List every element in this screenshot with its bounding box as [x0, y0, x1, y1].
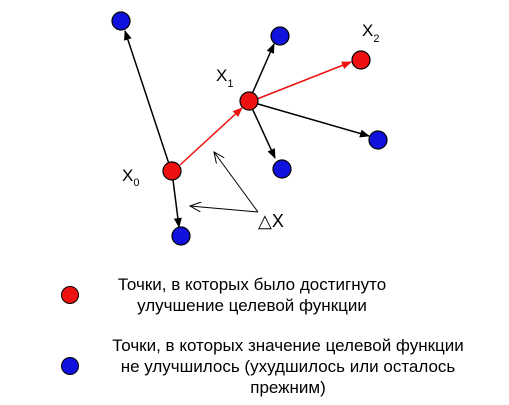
legend-improved-dot — [61, 286, 79, 304]
arrow-x1-to-x2 — [256, 61, 352, 100]
delta-x-pointer-2 — [190, 206, 259, 213]
legend-not-improved-line1: Точки, в которых значение целевой функци… — [112, 336, 464, 355]
arrow-x0-to-bottom-blue — [172, 179, 182, 228]
arrow-x0-to-top-blue — [124, 30, 172, 171]
point-blue-x1-right — [368, 130, 388, 150]
legend-not-improved-dot — [61, 357, 79, 375]
legend-not-improved-line3: прежним) — [250, 378, 326, 397]
point-x0 — [162, 161, 182, 181]
legend-improved-text: Точки, в которых было достигнуто улучшен… — [92, 274, 412, 316]
legend-improved-line1: Точки, в которых было достигнуто — [117, 275, 387, 294]
point-blue-top — [111, 11, 131, 31]
point-x1 — [239, 91, 259, 111]
legend-improved-line2: улучшение целевой функции — [137, 296, 367, 315]
point-blue-x1-bottom — [272, 159, 292, 179]
delta-x-pointer — [214, 152, 259, 213]
arrow-x1-to-right-blue — [257, 103, 370, 138]
label-x0: X0 — [122, 166, 139, 189]
arrow-x0-to-x1 — [179, 107, 243, 166]
legend-not-improved-text: Точки, в которых значение целевой функци… — [78, 335, 498, 398]
label-x1: X1 — [216, 66, 233, 90]
arrow-x1-to-bottom-blue — [251, 107, 276, 159]
label-delta-x: △X — [258, 211, 284, 231]
point-blue-x1-top — [270, 26, 290, 46]
diagram: X0 X1 X2 △X — [111, 11, 388, 246]
legend-not-improved-line2: не улучшилось (ухудшилось или осталось — [120, 357, 456, 376]
label-x2: X2 — [362, 21, 379, 45]
arrow-x1-to-top-blue — [251, 43, 275, 95]
point-x2 — [351, 50, 371, 70]
point-blue-bottom-left — [171, 226, 191, 246]
